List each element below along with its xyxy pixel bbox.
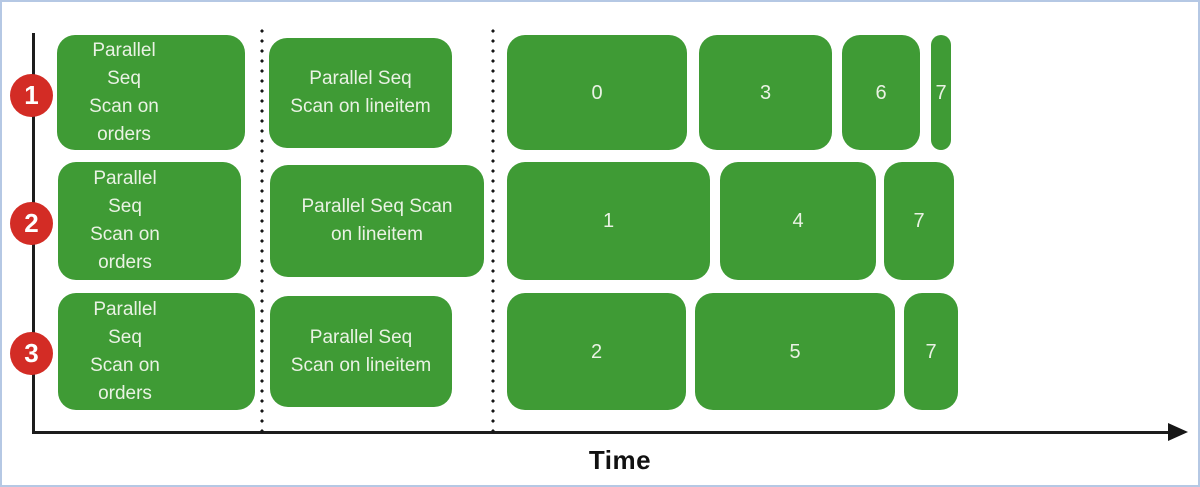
worker-badge-3: 3 — [10, 332, 53, 375]
task-box-w3-chunk-7: 7 — [904, 293, 958, 410]
chunk-number: 2 — [590, 340, 603, 363]
chunk-number: 0 — [591, 81, 603, 104]
task-box-label: Parallel Seq Scan on lineitem — [290, 68, 431, 117]
task-box-label: Parallel Seq Scan on lineitem — [290, 326, 432, 376]
chunk-number: 1 — [602, 210, 615, 232]
task-box-label: Parallel Seq Scan on orders — [89, 39, 159, 145]
chunk-number: 5 — [789, 340, 801, 363]
task-box-w2-chunk-1: 1 — [507, 162, 710, 280]
task-box-w3-scan-lineitem: Parallel Seq Scan on lineitem — [270, 296, 452, 407]
time-axis-line — [32, 431, 1172, 434]
task-box-w3-scan-orders: Parallel Seq Scan on orders — [58, 293, 255, 410]
task-box-label: Parallel Seq Scan on orders — [90, 168, 160, 273]
task-box-w3-chunk-5: 5 — [695, 293, 895, 410]
worker-badge-2: 2 — [10, 202, 53, 245]
task-box-w1-chunk-0: 0 — [507, 35, 687, 150]
phase-divider-1 — [260, 26, 264, 434]
task-box-w2-scan-lineitem: Parallel Seq Scan on lineitem — [270, 165, 484, 277]
task-box-w2-chunk-4: 4 — [720, 162, 876, 280]
chunk-number: 4 — [792, 210, 804, 232]
task-box-w1-scan-lineitem: Parallel Seq Scan on lineitem — [269, 38, 452, 148]
task-box-label: Parallel Seq Scan on lineitem — [301, 196, 453, 245]
task-box-w2-scan-orders: Parallel Seq Scan on orders — [58, 162, 241, 280]
task-box-w2-chunk-7: 7 — [884, 162, 954, 280]
task-box-w3-chunk-2: 2 — [507, 293, 686, 410]
task-box-w1-chunk-6: 6 — [842, 35, 920, 150]
chunk-number: 7 — [913, 210, 925, 232]
task-box-w1-chunk-3: 3 — [699, 35, 832, 150]
time-axis-arrow-icon — [1168, 423, 1188, 441]
chunk-number: 7 — [935, 81, 947, 104]
task-box-w1-chunk-7: 7 — [931, 35, 951, 150]
chunk-number: 7 — [925, 340, 937, 363]
time-axis-label: Time — [588, 445, 652, 475]
phase-divider-2 — [491, 26, 495, 434]
worker-badge-1: 1 — [10, 74, 53, 117]
chunk-number: 6 — [875, 81, 887, 104]
task-box-w1-scan-orders: Parallel Seq Scan on orders — [57, 35, 245, 150]
task-box-label: Parallel Seq Scan on orders — [90, 298, 160, 404]
chunk-number: 3 — [759, 81, 772, 104]
